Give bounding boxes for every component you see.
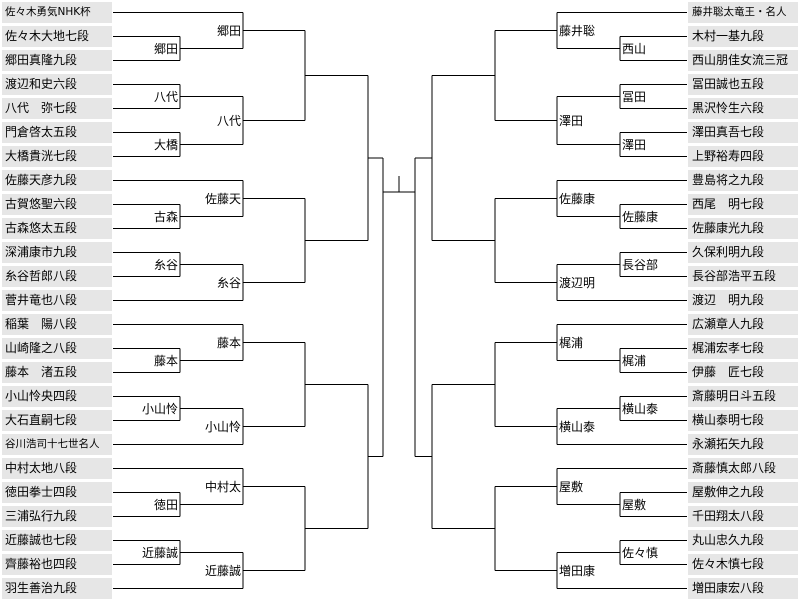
- right-player-slot: 伊藤 匠七段: [688, 362, 798, 383]
- winner-label: 糸谷: [153, 257, 179, 272]
- right-player-slot: 増田康宏八段: [688, 578, 798, 599]
- right-player-slot: 長谷部浩平五段: [688, 266, 798, 287]
- left-player-slot: 深浦康市九段: [2, 242, 112, 263]
- left-player-slot: 大橋貴洸七段: [2, 146, 112, 167]
- right-player-slot: 斎藤慎太郎八段: [688, 458, 798, 479]
- winner-label: 郷田: [216, 23, 242, 38]
- winner-label: 八代: [216, 113, 242, 128]
- left-player-slot: 門倉啓太五段: [2, 122, 112, 143]
- winner-label: 澤田: [621, 137, 647, 152]
- winner-label: 西山: [621, 41, 647, 56]
- right-player-slot: 丸山忠久九段: [688, 530, 798, 551]
- right-player-slot: 佐藤康光九段: [688, 218, 798, 239]
- left-player-slot: 八代 弥七段: [2, 98, 112, 119]
- left-player-slot: 徳田拳士四段: [2, 482, 112, 503]
- right-player-slot: 黒沢怜生六段: [688, 98, 798, 119]
- right-player-slot: 豊島将之九段: [688, 170, 798, 191]
- winner-label: 近藤誠: [204, 563, 242, 578]
- left-player-slot: 羽生善治九段: [2, 578, 112, 599]
- left-player-slot: 齊藤裕也四段: [2, 554, 112, 575]
- winner-label: 屋敷: [621, 497, 647, 512]
- winner-label: 梶浦: [558, 335, 584, 350]
- winner-label: 梶浦: [621, 353, 647, 368]
- winner-label: 渡辺明: [558, 275, 596, 290]
- left-player-slot: 中村太地八段: [2, 458, 112, 479]
- winner-label: 糸谷: [216, 275, 242, 290]
- right-player-slot: 澤田真吾七段: [688, 122, 798, 143]
- right-player-slot: 渡辺 明九段: [688, 290, 798, 311]
- right-player-slot: 永瀬拓矢九段: [688, 434, 798, 455]
- right-player-slot: 斎藤明日斗五段: [688, 386, 798, 407]
- left-player-slot: 佐藤天彦九段: [2, 170, 112, 191]
- winner-label: 増田康: [558, 563, 596, 578]
- left-player-slot: 谷川浩司十七世名人: [2, 434, 112, 455]
- winner-label: 長谷部: [621, 257, 659, 272]
- right-player-slot: 屋敷伸之九段: [688, 482, 798, 503]
- right-player-slot: 佐々木慎七段: [688, 554, 798, 575]
- right-player-slot: 藤井聡太竜王・名人: [688, 2, 798, 23]
- right-player-slot: 横山泰明七段: [688, 410, 798, 431]
- winner-label: 藤井聡: [558, 23, 596, 38]
- right-player-slot: 千田翔太八段: [688, 506, 798, 527]
- right-player-slot: 西尾 明七段: [688, 194, 798, 215]
- left-player-slot: 近藤誠也七段: [2, 530, 112, 551]
- left-player-slot: 稲葉 陽八段: [2, 314, 112, 335]
- winner-label: 佐藤天: [204, 191, 242, 206]
- winner-label: 藤本: [216, 335, 242, 350]
- winner-label: 小山怜: [141, 401, 179, 416]
- winner-label: 佐々慎: [621, 545, 659, 560]
- right-player-slot: 木村一基九段: [688, 26, 798, 47]
- winner-label: 屋敷: [558, 479, 584, 494]
- winner-label: 佐藤康: [558, 191, 596, 206]
- winner-label: 郷田: [153, 41, 179, 56]
- left-player-slot: 菅井竜也八段: [2, 290, 112, 311]
- winner-label: 横山泰: [558, 419, 596, 434]
- right-player-slot: 西山朋佳女流三冠: [688, 50, 798, 71]
- left-player-slot: 佐々木大地七段: [2, 26, 112, 47]
- winner-label: 古森: [153, 209, 179, 224]
- left-player-slot: 藤本 渚五段: [2, 362, 112, 383]
- left-player-slot: 佐々木勇気NHK杯: [2, 2, 112, 23]
- right-player-slot: 梶浦宏孝七段: [688, 338, 798, 359]
- left-player-slot: 小山怜央四段: [2, 386, 112, 407]
- right-player-slot: 久保利明九段: [688, 242, 798, 263]
- left-player-slot: 郷田真隆九段: [2, 50, 112, 71]
- left-player-slot: 古賀悠聖六段: [2, 194, 112, 215]
- left-player-slot: 渡辺和史六段: [2, 74, 112, 95]
- winner-label: 徳田: [153, 497, 179, 512]
- right-player-slot: 上野裕寿四段: [688, 146, 798, 167]
- left-player-slot: 三浦弘行九段: [2, 506, 112, 527]
- right-player-slot: 冨田誠也五段: [688, 74, 798, 95]
- winner-label: 中村太: [204, 479, 242, 494]
- winner-label: 澤田: [558, 113, 584, 128]
- winner-label: 冨田: [621, 89, 647, 104]
- winner-label: 八代: [153, 89, 179, 104]
- winner-label: 小山怜: [204, 419, 242, 434]
- left-player-slot: 大石直嗣七段: [2, 410, 112, 431]
- right-player-slot: 広瀬章人九段: [688, 314, 798, 335]
- winner-label: 横山泰: [621, 401, 659, 416]
- winner-label: 藤本: [153, 353, 179, 368]
- winner-label: 大橋: [153, 137, 179, 152]
- left-player-slot: 古森悠太五段: [2, 218, 112, 239]
- winner-label: 近藤誠: [141, 545, 179, 560]
- left-player-slot: 山崎隆之八段: [2, 338, 112, 359]
- left-player-slot: 糸谷哲郎八段: [2, 266, 112, 287]
- winner-label: 佐藤康: [621, 209, 659, 224]
